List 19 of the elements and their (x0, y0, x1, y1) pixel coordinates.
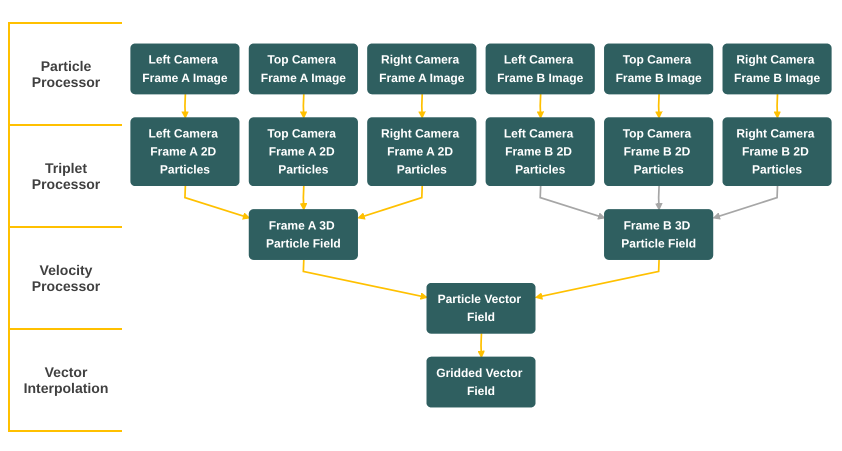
arrow (358, 186, 424, 220)
arrow (302, 260, 428, 300)
arrow (477, 334, 485, 358)
stage-label: Particle Processor (30, 58, 102, 90)
arrow (655, 186, 663, 210)
arrow (712, 186, 778, 220)
arrow (184, 186, 250, 220)
stage-label: Triplet Processor (30, 160, 102, 192)
arrow (539, 186, 606, 220)
arrow (655, 94, 663, 119)
arrow (181, 94, 189, 119)
arrow (418, 94, 426, 119)
arrow (774, 94, 782, 119)
stage-label: Vector Interpolation (22, 364, 110, 396)
arrow (300, 94, 308, 119)
arrow (536, 94, 544, 119)
arrow (535, 260, 660, 300)
stage-label: Velocity Processor (30, 262, 102, 294)
arrow (300, 186, 308, 210)
